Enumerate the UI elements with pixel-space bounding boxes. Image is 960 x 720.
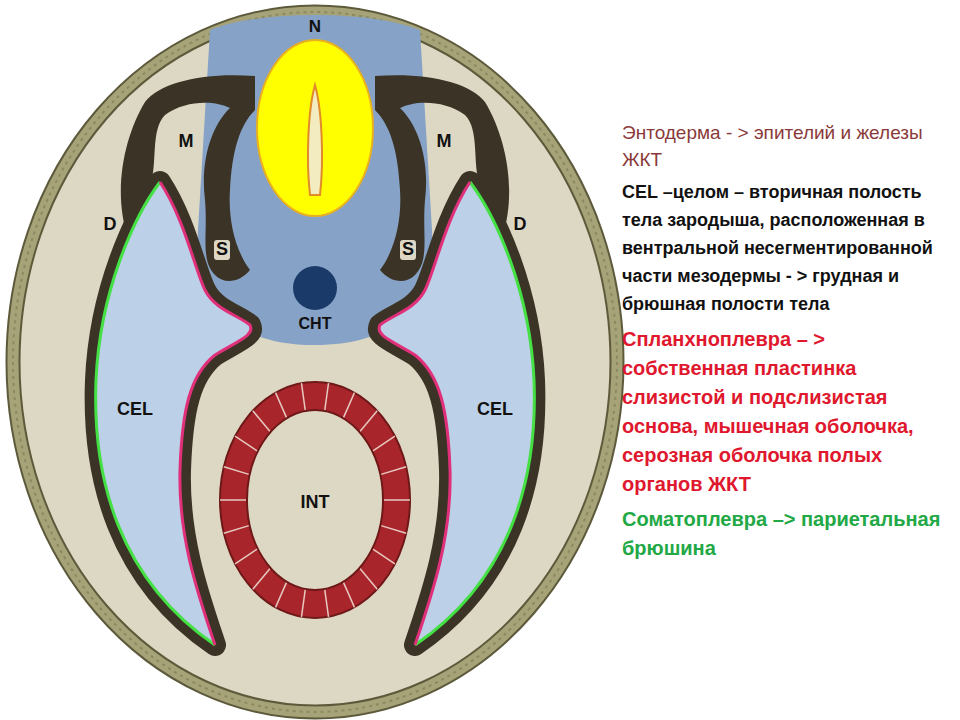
neural-tube-label: N: [309, 18, 321, 37]
cell-border: [360, 568, 378, 589]
cell-border: [380, 467, 406, 475]
myotome-label: M: [177, 132, 196, 152]
cell-border: [301, 589, 305, 617]
coelom-label: CEL: [477, 400, 513, 420]
lateral-plate-mesoderm: [96, 182, 251, 645]
gut-cell-borders: [220, 383, 410, 617]
neural-canal: [308, 85, 322, 195]
gut-lumen: [247, 410, 383, 590]
cell-border: [235, 436, 258, 451]
notochord: [293, 266, 337, 310]
cell-border: [380, 525, 406, 533]
endoderm-note: Энтодерма - > эпителий и железы ЖКТ: [622, 120, 952, 173]
cell-border: [276, 393, 287, 418]
cell-border: [224, 525, 250, 533]
cell-border: [343, 393, 354, 418]
cell-border: [224, 467, 250, 475]
body-wall-outline: [13, 12, 617, 712]
intestine-label: INT: [301, 493, 330, 513]
neural-tube: [257, 40, 373, 216]
notes-column: Энтодерма - > эпителий и железы ЖКТ CEL –…: [622, 120, 952, 563]
cell-border: [325, 383, 329, 411]
coelom-label: CEL: [117, 400, 153, 420]
cell-border: [276, 582, 287, 607]
cell-border: [383, 499, 410, 501]
cell-border: [253, 568, 271, 589]
ectoderm-texture: [13, 12, 617, 712]
splanchnopleure-line: [160, 182, 251, 645]
cell-border: [253, 411, 271, 432]
dermatome-label: D: [512, 215, 529, 235]
coelom: [96, 182, 251, 645]
sclerotome-label: S: [400, 240, 416, 260]
somatopleure-note: Соматоплевра –> париетальная брюшина: [622, 505, 952, 563]
cell-border: [372, 549, 395, 564]
cell-border: [343, 582, 354, 607]
myotome-label: M: [435, 132, 454, 152]
splanchnopleure-note: Спланхноплевра – > собственная пластинка…: [622, 325, 952, 499]
cell-border: [301, 383, 305, 411]
axial-mesenchyme: [198, 15, 432, 345]
somatopleure-line: [96, 182, 215, 645]
cell-border: [325, 589, 329, 617]
ectoderm-band: [13, 12, 617, 712]
mesoderm-half: [96, 75, 255, 645]
notochord-label: CHT: [299, 315, 332, 333]
gut-endoderm: [220, 382, 410, 618]
mesoderm-half-mirror: [375, 75, 534, 645]
dermatome-label: D: [102, 215, 119, 235]
cell-border: [372, 436, 395, 451]
cell-border: [235, 549, 258, 564]
coelom-note: CEL –целом – вторичная полость тела заро…: [622, 179, 952, 318]
sclerotome-label: S: [214, 240, 230, 260]
cell-border: [360, 411, 378, 432]
cell-border: [220, 499, 247, 501]
